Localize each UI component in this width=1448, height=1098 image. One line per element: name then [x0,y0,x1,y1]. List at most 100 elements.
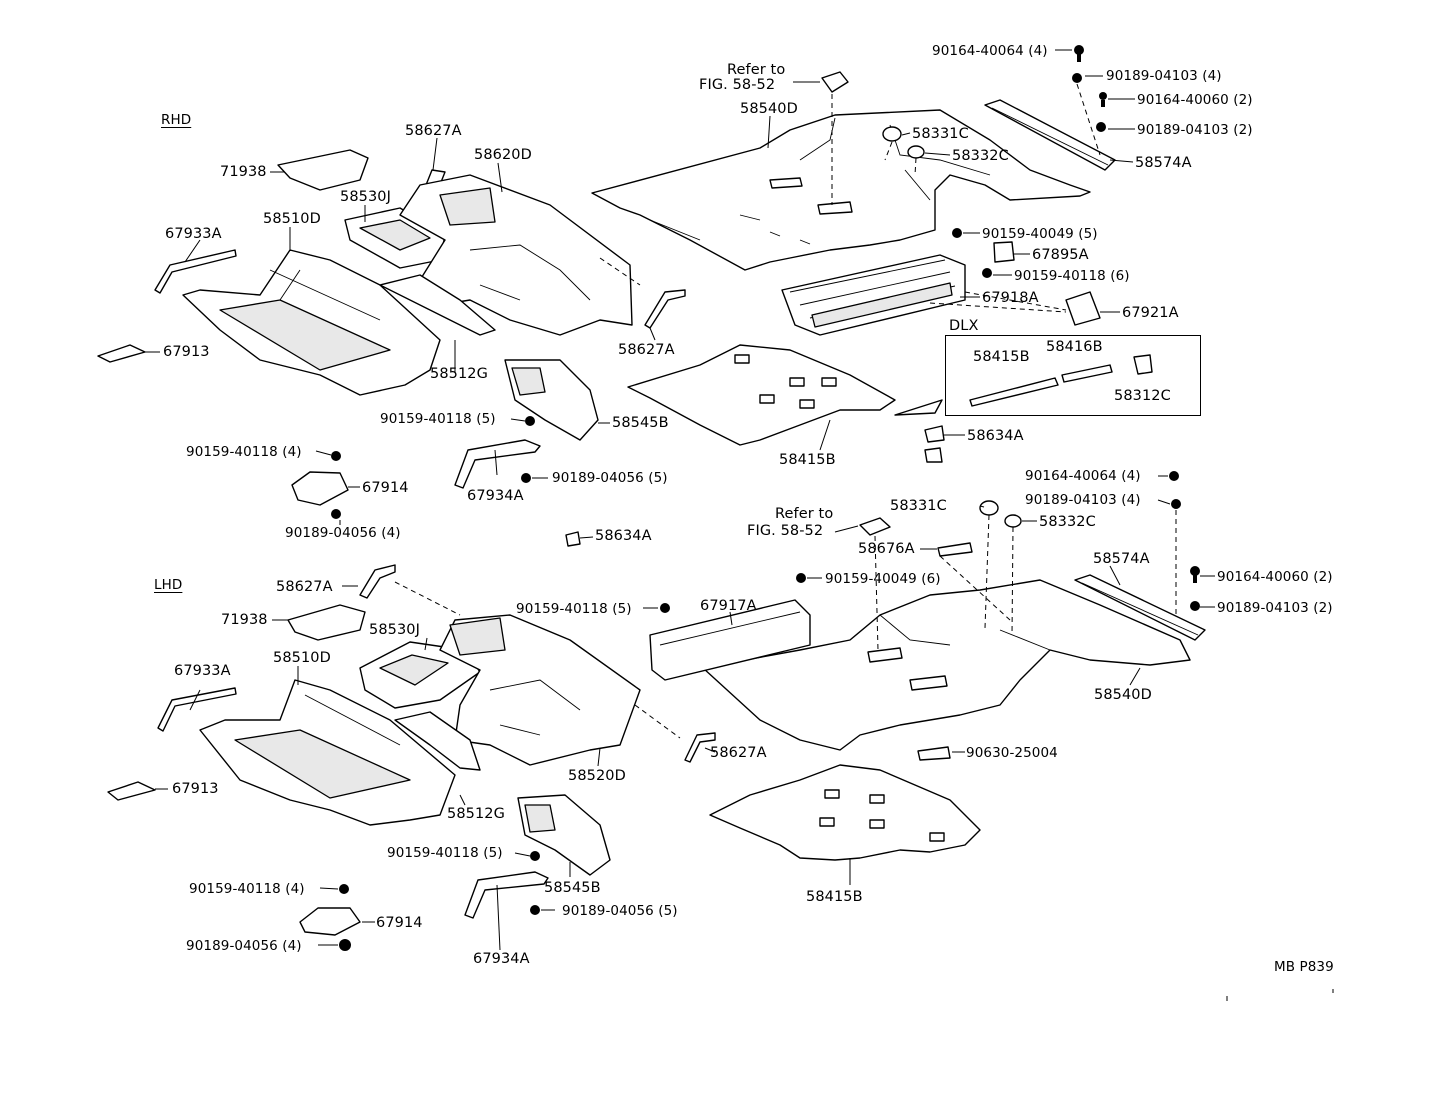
rhd-screw-90159-40118-5 [525,416,535,426]
label: 58510D [263,211,321,227]
label: 90189-04056 (4) [186,938,302,954]
label: FIG. 58-52 [699,77,776,93]
label: 90189-04056 (5) [562,903,678,919]
rhd-bracket-67934A [454,439,541,489]
label: 90159-40118 (6) [1014,268,1130,284]
lhd-bracket-67934A [464,871,549,919]
lhd-duct-58627A-top [359,564,396,599]
label: 67921A [1122,305,1179,321]
label: 90189-04056 (5) [552,470,668,486]
lhd-grommets [859,500,1022,651]
label: 58530J [340,189,392,205]
label: 58512G [430,366,488,382]
rhd-floor-sheet-58415B [627,344,896,446]
rhd-clip-58634A-a [924,425,945,443]
label: 58415B [806,889,863,905]
connector-lines [394,257,1067,739]
rhd-nut-90189-04056-4 [331,509,341,519]
rhd-box-67918A [781,254,966,336]
label: 58676A [858,541,915,557]
label: 58634A [967,428,1024,444]
label: 90189-04103 (4) [1106,68,1222,84]
label: 58312C [1114,388,1171,404]
label: Refer to [727,62,786,78]
label: 90159-40049 (6) [825,571,941,587]
label: 67913 [163,344,210,360]
rhd-grommets [882,126,925,176]
label: 71938 [220,164,267,180]
label: 58332C [952,148,1009,164]
lhd-pad-67914 [299,907,361,936]
label: 67934A [467,488,524,504]
label: 58545B [612,415,669,431]
label: 90164-40060 (2) [1137,92,1253,108]
lhd-floor-sheet-58415B [709,764,981,861]
lhd-pad-67913 [107,781,156,801]
label: 58620D [474,147,532,163]
label: Refer to [775,506,834,522]
label: 58520D [568,768,626,784]
rhd-duct-58627A-mid [644,289,686,329]
label: 58510D [273,650,331,666]
lhd-carpet-58530J [359,641,481,709]
label: 90159-40118 (4) [189,881,305,897]
leader-lines [145,49,1215,951]
lhd-duct-58627A-right [684,732,716,763]
label: 90164-40064 (4) [1025,468,1141,484]
label: 58530J [369,622,421,638]
label: 67918A [982,290,1039,306]
label: FIG. 58-52 [747,523,824,539]
label: 58415B [779,452,836,468]
label: 58545B [544,880,601,896]
dlx-box [945,335,1201,416]
rhd-screw-90159-40118-4 [331,451,341,461]
rhd-clip-58634A-c [565,531,581,547]
rhd-rear-floor-carpet-58540D [591,109,1091,271]
lhd-rail-58574A [1074,574,1206,641]
rhd-heat-insulator-71938 [277,149,369,191]
label: 71938 [221,612,268,628]
label: 58627A [710,745,767,761]
label: 58331C [912,126,969,142]
label: 67917A [700,598,757,614]
label: 67914 [376,915,423,931]
label: 67933A [174,663,231,679]
lhd-front-floor-carpet-58520D [439,614,641,766]
label: 90189-04103 (4) [1025,492,1141,508]
lhd-screw-90159-40118-5b [530,851,540,861]
rhd-plug-refer [821,71,849,205]
label: 90164-40064 (4) [932,43,1048,59]
label: 67914 [362,480,409,496]
label: 58540D [1094,687,1152,703]
label: 67895A [1032,247,1089,263]
label: 67933A [165,226,222,242]
rhd-clip-58634A-b [924,447,943,463]
lhd-carpet-58512G [394,711,481,771]
rhd-fasteners-top [1072,45,1107,156]
label: 58416B [1046,339,1103,355]
lhd-fasteners [660,471,1200,615]
rhd-arrow [894,399,943,416]
rhd-heading: RHD [161,112,192,128]
rhd-floor-58510D [182,249,441,396]
dlx-parts [969,354,1153,407]
label: 90159-40118 (4) [186,444,302,460]
label: 90159-40049 (5) [982,226,1098,242]
rhd-panel-58545B [504,359,599,441]
label: 67934A [473,951,530,967]
rhd-nut-90189-04056-5 [521,473,531,483]
rhd-screw-90159-40118-6 [982,268,992,278]
dlx-heading: DLX [949,318,979,334]
label: 58415B [973,349,1030,365]
lhd-heat-insulator-71938 [287,604,366,641]
lhd-floor-58510D [199,679,456,826]
rhd-pad-67914 [291,471,349,506]
label: 58512G [447,806,505,822]
label: 58634A [595,528,652,544]
lhd-screw-90159-40118-4 [339,884,349,894]
label: 90159-40118 (5) [516,601,632,617]
label: 58331C [890,498,947,514]
lhd-rear-floor-carpet-58540D [702,579,1191,751]
